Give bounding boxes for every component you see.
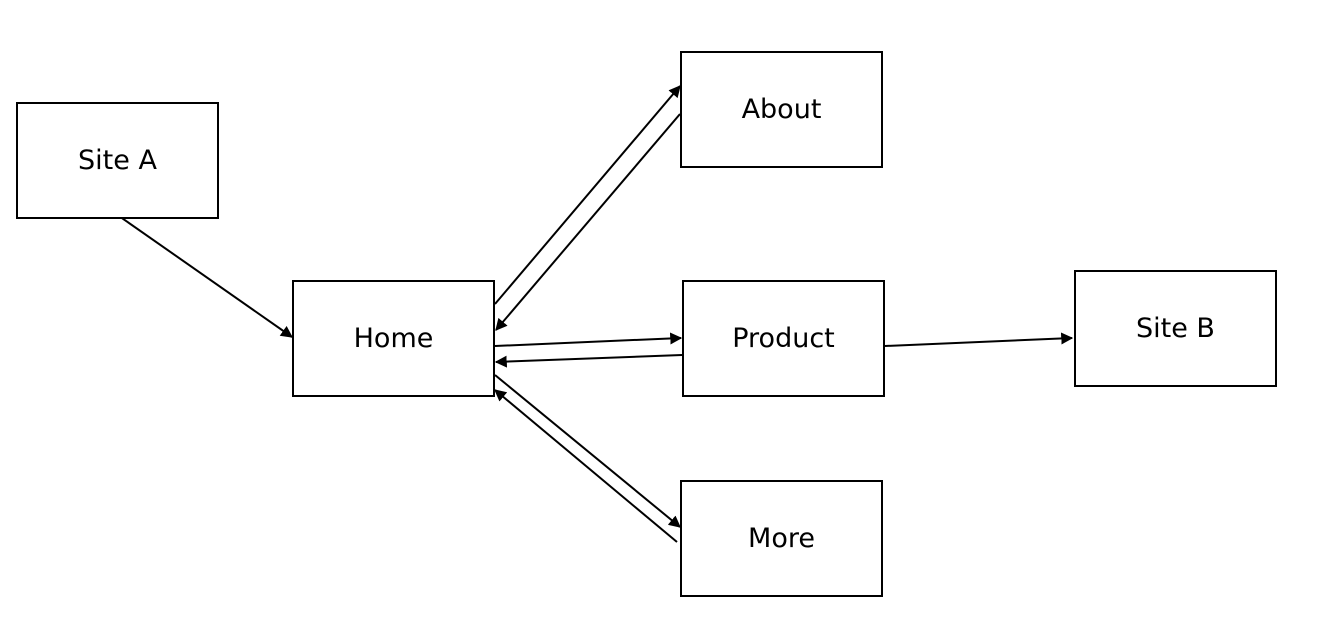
node-home: Home: [292, 280, 495, 397]
node-about-label: About: [741, 94, 822, 125]
node-site-b: Site B: [1074, 270, 1277, 387]
edge-product-to-home: [494, 354, 683, 368]
node-home-label: Home: [353, 323, 434, 354]
node-about: About: [680, 51, 883, 168]
node-product-label: Product: [732, 323, 835, 354]
node-product: Product: [682, 280, 885, 397]
node-more-label: More: [748, 523, 815, 554]
node-more: More: [680, 480, 883, 597]
edge-home-to-more: [494, 374, 681, 528]
edge-about-to-home: [495, 113, 681, 331]
edge-product-to-site-b: [884, 332, 1074, 347]
node-site-a-label: Site A: [78, 145, 157, 176]
node-site-a: Site A: [16, 102, 219, 219]
edge-site-a-to-home: [118, 215, 293, 338]
edge-home-to-about: [494, 85, 681, 305]
node-site-b-label: Site B: [1136, 313, 1215, 344]
edge-more-to-home: [494, 389, 678, 543]
edge-home-to-product: [494, 332, 683, 347]
